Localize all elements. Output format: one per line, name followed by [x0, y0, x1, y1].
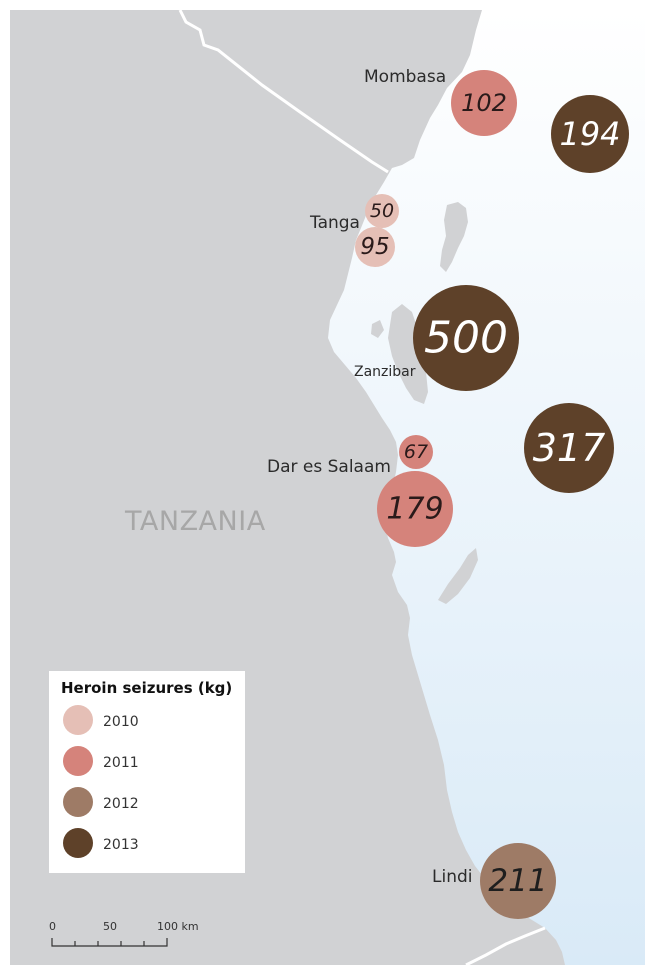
seizure-circle — [451, 70, 517, 136]
seizure-bubble: 50 — [365, 194, 399, 228]
legend-label-2013: 2013 — [103, 837, 139, 853]
small-islet — [371, 320, 384, 338]
seizure-circle — [524, 403, 614, 493]
seizure-bubble: 95 — [355, 227, 395, 267]
legend-swatch-2013 — [63, 828, 93, 858]
seizure-circle — [399, 435, 433, 469]
seizure-value: 179 — [386, 492, 443, 527]
legend-label-2011: 2011 — [103, 755, 139, 771]
seizure-bubble: 102 — [451, 70, 517, 136]
scale-label-0: 0 — [49, 920, 56, 933]
seizure-value: 317 — [533, 426, 606, 470]
seizure-circle — [355, 227, 395, 267]
seizure-circle — [551, 95, 629, 173]
seizure-value: 211 — [488, 863, 547, 899]
place-label-lindi: Lindi — [432, 867, 472, 887]
seizure-circle — [365, 194, 399, 228]
seizure-bubble: 67 — [399, 435, 433, 469]
scale-line — [51, 938, 168, 947]
seizure-bubble: 211 — [480, 843, 556, 919]
seizure-circle — [480, 843, 556, 919]
seizure-circle — [377, 471, 453, 547]
legend-title: Heroin seizures (kg) — [61, 679, 232, 697]
scale-label-50: 50 — [103, 920, 117, 933]
legend-label-2010: 2010 — [103, 714, 139, 730]
legend-label-2012: 2012 — [103, 796, 139, 812]
seizure-circle — [413, 285, 519, 391]
place-label-dar-es-salaam: Dar es Salaam — [267, 457, 391, 477]
kenya-tanzania-border — [178, 9, 389, 174]
place-label-mombasa: Mombasa — [364, 67, 446, 87]
mafia-island — [438, 548, 478, 604]
country-label: TANZANIA — [124, 506, 266, 537]
seizure-value: 67 — [404, 441, 428, 463]
place-label-zanzibar: Zanzibar — [354, 364, 416, 380]
seizure-value: 95 — [360, 234, 389, 260]
seizure-bubble: 500 — [413, 285, 519, 391]
seizure-bubble: 317 — [524, 403, 614, 493]
scale-label-100: 100 km — [157, 920, 199, 933]
seizure-bubble: 194 — [551, 95, 629, 173]
seizure-value: 500 — [424, 313, 508, 364]
seizure-value: 50 — [370, 200, 394, 222]
tanzania-mozambique-border — [465, 926, 546, 967]
legend-swatch-2011 — [63, 746, 93, 776]
scale-bar: 0 50 100 km — [49, 920, 199, 947]
seizure-bubble: 179 — [377, 471, 453, 547]
legend: Heroin seizures (kg) 2010 2011 2012 2013 — [49, 671, 245, 873]
legend-swatch-2010 — [63, 705, 93, 735]
legend-swatch-2012 — [63, 787, 93, 817]
zanzibar-island — [388, 304, 428, 404]
seizure-value: 102 — [461, 89, 507, 117]
pemba-island — [440, 202, 468, 272]
place-label-tanga: Tanga — [309, 213, 360, 233]
seizure-value: 194 — [559, 115, 620, 153]
